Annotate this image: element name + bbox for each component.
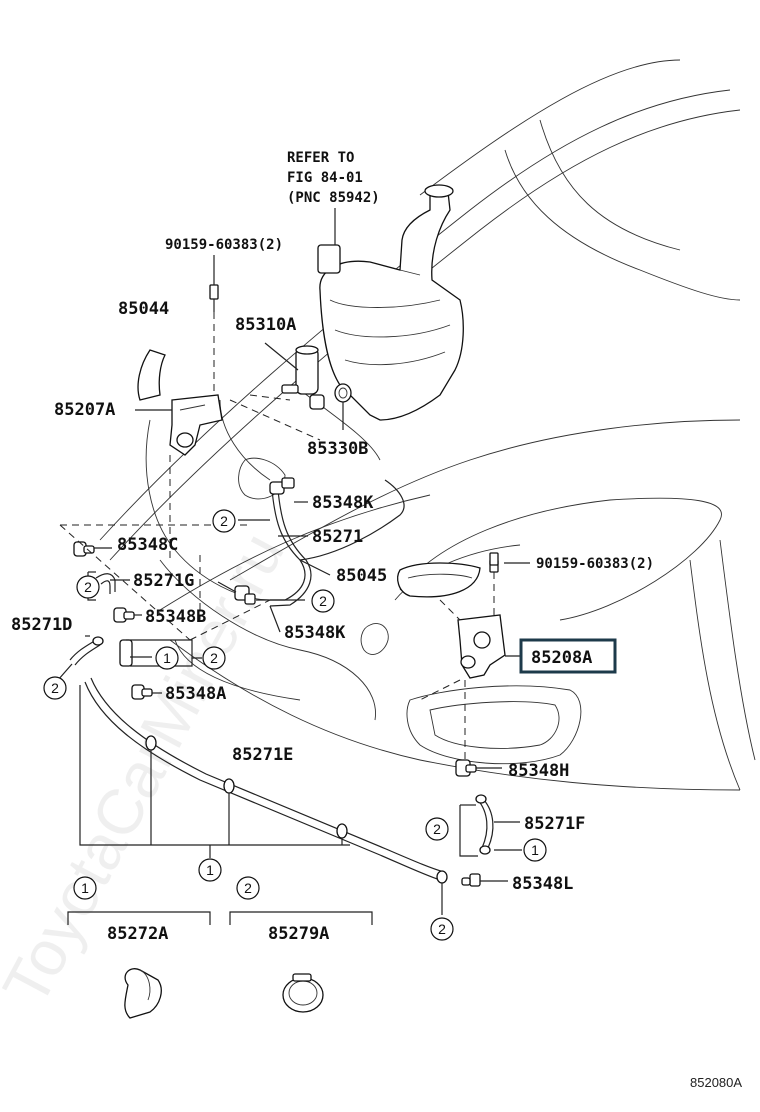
svg-text:1: 1	[531, 842, 539, 858]
svg-text:1: 1	[163, 650, 171, 666]
label-85271G: 85271G	[133, 571, 194, 591]
label-85348B: 85348B	[145, 607, 206, 627]
callout-1: 1	[198, 858, 222, 882]
label-bolt-right: 90159-60383(2)	[536, 556, 654, 572]
svg-text:2: 2	[438, 921, 446, 937]
reference-note: REFER TO FIG 84-01 (PNC 85942)	[287, 150, 380, 206]
label-85271D: 85271D	[11, 615, 72, 635]
callout-2: 2	[202, 646, 226, 670]
leader-lines	[57, 208, 530, 925]
label-85271E: 85271E	[232, 745, 293, 765]
callout-2: 2	[425, 817, 449, 841]
figure-code: 852080A	[690, 1075, 742, 1090]
label-85208A: 85208A	[531, 648, 592, 668]
washer-pump	[281, 345, 325, 410]
label-85271: 85271	[312, 527, 363, 547]
callout-1: 1	[155, 646, 179, 670]
label-85348L: 85348L	[512, 874, 573, 894]
highlighted-part-85208A: 85208A	[519, 638, 617, 674]
callout-2: 2	[311, 589, 335, 613]
callout-1: 1	[73, 876, 97, 900]
clamp-85272A	[124, 968, 162, 1019]
svg-text:1: 1	[206, 862, 214, 878]
label-85348H: 85348H	[508, 761, 569, 781]
callout-2: 2	[43, 676, 67, 700]
svg-text:2: 2	[433, 821, 441, 837]
hoses	[69, 479, 494, 884]
callouts: 2 2 2 1 2 2 2 1 1 1 2 2	[43, 509, 547, 941]
label-85271F: 85271F	[524, 814, 585, 834]
label-85310A: 85310A	[235, 315, 296, 335]
phantom-lines	[59, 312, 495, 760]
label-85207A: 85207A	[54, 400, 115, 420]
svg-text:2: 2	[210, 650, 218, 666]
right-headlamp-cleaner	[397, 559, 506, 679]
label-85348K-top: 85348K	[312, 493, 374, 513]
callout-2: 2	[212, 509, 236, 533]
callout-2: 2	[430, 917, 454, 941]
callout-1: 1	[523, 838, 547, 862]
svg-text:(PNC 85942): (PNC 85942)	[287, 190, 380, 206]
label-85272A: 85272A	[107, 924, 168, 944]
svg-text:1: 1	[81, 880, 89, 896]
pump-grommet	[334, 383, 352, 403]
label-85044: 85044	[118, 299, 169, 319]
svg-text:2: 2	[84, 579, 92, 595]
clamp-85279A	[282, 973, 324, 1013]
left-headlamp-cleaner	[137, 284, 223, 456]
part-labels: 90159-60383(2) 85044 85310A 85207A 85330…	[11, 237, 654, 944]
svg-text:FIG 84-01: FIG 84-01	[287, 170, 363, 186]
label-85348A: 85348A	[165, 684, 226, 704]
svg-text:2: 2	[220, 513, 228, 529]
svg-text:2: 2	[51, 680, 59, 696]
callout-2: 2	[236, 876, 260, 900]
label-85279A: 85279A	[268, 924, 329, 944]
connectors	[73, 477, 499, 887]
label-85348K-mid: 85348K	[284, 623, 346, 643]
label-85348C: 85348C	[117, 535, 178, 555]
label-85045: 85045	[336, 566, 387, 586]
label-bolt-top: 90159-60383(2)	[165, 237, 283, 253]
svg-text:REFER TO: REFER TO	[287, 150, 354, 166]
svg-text:2: 2	[244, 880, 252, 896]
label-85330B: 85330B	[307, 439, 368, 459]
svg-text:2: 2	[319, 593, 327, 609]
callout-2: 2	[76, 575, 100, 599]
